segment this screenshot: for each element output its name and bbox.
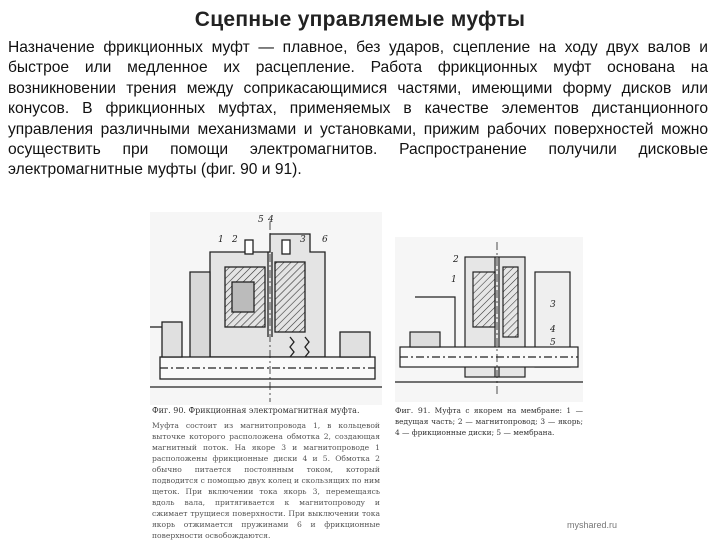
fig90-label-6: 6: [322, 235, 328, 245]
figure-90-caption-title: Фиг. 90. Фрикционная электромагнитная му…: [152, 406, 360, 415]
fig90-label-1: 1: [218, 235, 224, 245]
figure-91-caption: Фиг. 91. Муфта с якорем на мембране: 1 —…: [395, 405, 583, 438]
fig91-label-2: 2: [452, 255, 459, 265]
figure-90-caption: Фиг. 90. Фрикционная электромагнитная му…: [152, 405, 380, 541]
fig91-label-3: 3: [550, 300, 556, 310]
description-paragraph: Назначение фрикционных муфт — плавное, б…: [8, 39, 708, 179]
figure-91-caption-title: Фиг. 91.: [395, 406, 431, 415]
figure-91-drawing: 2 1 3 4 5: [395, 237, 583, 402]
fig90-label-3: 3: [300, 235, 306, 245]
fig91-label-4: 4: [549, 325, 556, 335]
figure-90-drawing: 1 2 3 5 4 6: [150, 212, 382, 405]
source-watermark: myshared.ru: [567, 520, 618, 530]
fig90-label-2: 2: [231, 235, 238, 245]
figure-90-caption-text: Муфта состоит из магнитопровода 1, в кол…: [152, 421, 380, 540]
slide-title: Сцепные управляемые муфты: [194, 8, 526, 31]
figure-91-caption-text: Муфта с якорем на мембране: 1 — ведущая …: [395, 406, 583, 437]
fig90-label-5: 5: [258, 215, 264, 225]
fig91-label-5: 5: [550, 338, 556, 348]
fig91-label-1: 1: [451, 275, 457, 285]
fig90-label-4: 4: [267, 215, 274, 225]
